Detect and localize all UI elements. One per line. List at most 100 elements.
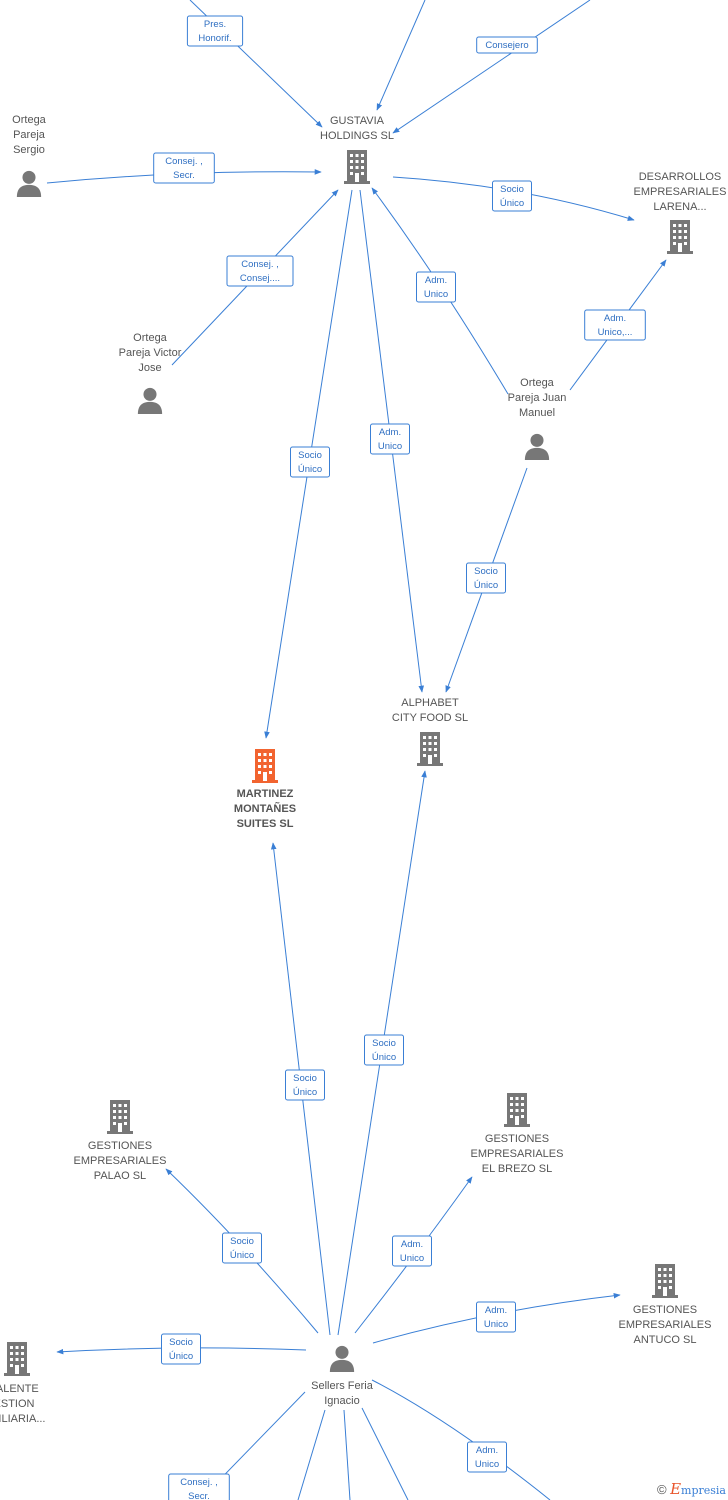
edge-label-text: Socio bbox=[298, 450, 322, 461]
edge-label-text: Socio bbox=[293, 1073, 317, 1084]
building-icon bbox=[667, 220, 693, 254]
edge-label-box bbox=[364, 1034, 404, 1066]
edge-e19: Consej. , Secr. bbox=[168, 1391, 306, 1500]
edge-label-box bbox=[584, 309, 646, 341]
building-icon bbox=[252, 749, 278, 783]
edge-label[interactable]: Consej. ,Secr. bbox=[153, 152, 215, 184]
building-icon bbox=[107, 1100, 133, 1134]
edge-label-box bbox=[285, 1069, 325, 1101]
node-label: Pareja bbox=[13, 129, 46, 141]
person-icon bbox=[16, 170, 42, 197]
edge-label-text: Unico bbox=[484, 1319, 508, 1330]
edge-label-text: Adm. bbox=[485, 1305, 507, 1316]
edge-label-text: Único bbox=[474, 580, 498, 591]
edge-label-text: Socio bbox=[500, 184, 524, 195]
node-label: EMPRESARIALES bbox=[634, 186, 727, 198]
edge-label[interactable]: Consej. ,Consej.... bbox=[226, 255, 294, 287]
node-label: DESARROLLOS bbox=[639, 171, 722, 183]
edge-label[interactable]: Adm.Unico,... bbox=[584, 309, 646, 341]
edge-e15: Adm. Unico bbox=[354, 1176, 473, 1334]
node-alphabet[interactable]: ALPHABET CITY FOOD SL bbox=[392, 697, 468, 766]
edge-e6: Consej. ,Consej.... bbox=[171, 189, 339, 366]
edge-label-box bbox=[161, 1333, 201, 1365]
edge-label-text: Unico bbox=[424, 289, 448, 300]
edge-label[interactable]: Adm.Unico bbox=[416, 271, 456, 303]
edge-e21 bbox=[343, 1409, 351, 1500]
node-label: ALPHABET bbox=[401, 697, 459, 709]
edge-label-text: Adm. bbox=[379, 427, 401, 438]
edge-label[interactable]: Adm. Unico bbox=[476, 1301, 516, 1333]
node-label: MARTINEZ bbox=[237, 788, 294, 800]
person-icon bbox=[137, 387, 163, 414]
edge-label-text: Único bbox=[298, 464, 322, 475]
node-label: GUSTAVIA bbox=[330, 115, 385, 127]
edge-label-text: Socio bbox=[372, 1038, 396, 1049]
copyright-symbol: © bbox=[656, 1482, 667, 1497]
node-label: EMPRESARIALES bbox=[471, 1148, 564, 1160]
edge-line bbox=[376, 0, 426, 111]
edge-label-text: Unico bbox=[400, 1253, 424, 1264]
node-label: CITY FOOD SL bbox=[392, 712, 468, 724]
node-valente[interactable]: VALENTEESTIONOBILIARIA... bbox=[0, 1342, 45, 1425]
edge-label-box bbox=[186, 15, 244, 47]
person-icon bbox=[329, 1345, 355, 1372]
edge-label[interactable]: Consejero bbox=[476, 36, 538, 54]
edge-label-text: Único bbox=[230, 1250, 254, 1261]
node-label: VALENTE bbox=[0, 1383, 39, 1395]
edge-label-box bbox=[492, 180, 532, 212]
edge-label-text: Unico bbox=[378, 441, 402, 452]
node-label: EL BREZO SL bbox=[482, 1163, 553, 1175]
node-label: Ignacio bbox=[324, 1395, 359, 1407]
person-icon bbox=[524, 433, 550, 460]
edge-label-text: Adm. bbox=[401, 1239, 423, 1250]
edge-label-text: Secr. bbox=[188, 1491, 210, 1500]
edge-line bbox=[392, 0, 591, 134]
node-label: GESTIONES bbox=[88, 1140, 152, 1152]
edge-label-box bbox=[416, 271, 456, 303]
edge-label-text: Consej. , bbox=[180, 1477, 218, 1488]
node-label: Ortega bbox=[520, 377, 555, 389]
edge-e20 bbox=[297, 1409, 326, 1500]
node-label: EMPRESARIALES bbox=[74, 1155, 167, 1167]
edge-e3: Consejero bbox=[392, 0, 591, 134]
building-icon bbox=[504, 1093, 530, 1127]
brand-initial: E bbox=[670, 1480, 682, 1498]
edge-label-box bbox=[476, 36, 538, 54]
edge-label[interactable]: Adm.Unico bbox=[467, 1441, 507, 1473]
edge-label-text: Único bbox=[169, 1351, 193, 1362]
node-label: Pareja Juan bbox=[508, 392, 567, 404]
edge-label[interactable]: Consej. , Secr. bbox=[168, 1473, 230, 1500]
edge-label-text: Adm. bbox=[476, 1445, 498, 1456]
edge-label[interactable]: Pres.Honorif. bbox=[186, 15, 244, 47]
node-label: Manuel bbox=[519, 407, 555, 419]
edge-label-box bbox=[290, 446, 330, 478]
building-icon bbox=[417, 732, 443, 766]
node-larena[interactable]: DESARROLLOSEMPRESARIALESLARENA... bbox=[634, 171, 727, 254]
edge-label[interactable]: Adm. Unico bbox=[370, 423, 410, 455]
edge-label-box bbox=[392, 1235, 432, 1267]
edge-label-text: Socio bbox=[474, 566, 498, 577]
edge-label[interactable]: Adm. Unico bbox=[392, 1235, 432, 1267]
edge-line bbox=[343, 1409, 351, 1500]
